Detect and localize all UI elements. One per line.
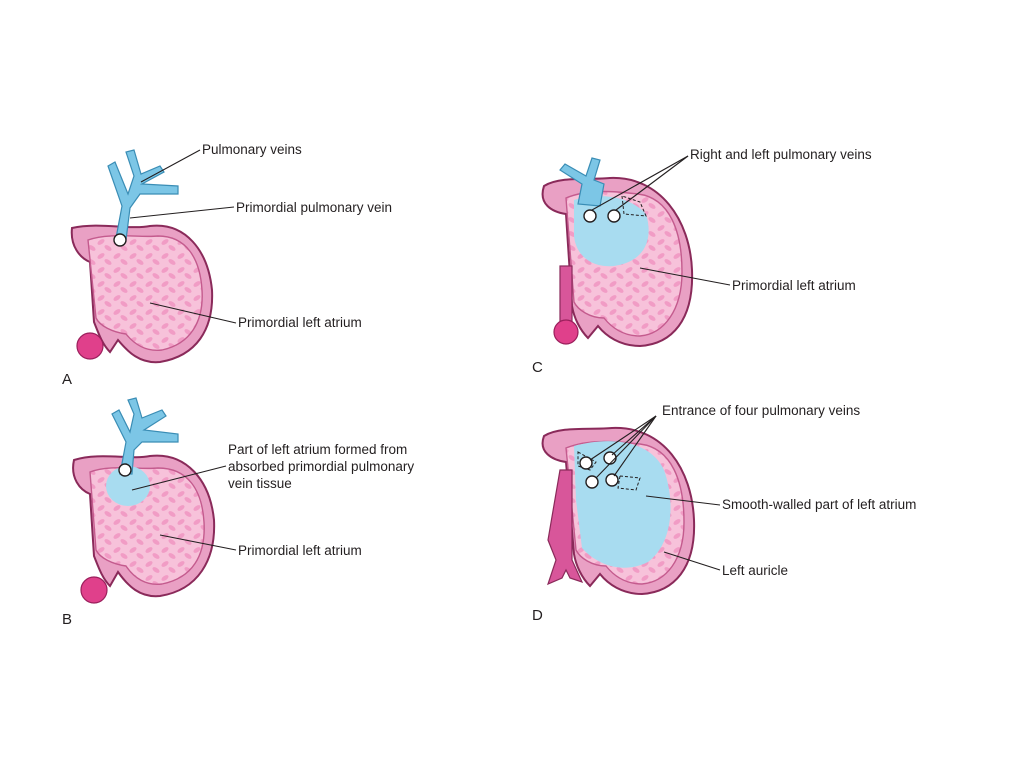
- vein-opening-b: [118, 463, 132, 477]
- panel-letter-b: B: [62, 611, 72, 628]
- label-absorbed-line3: vein tissue: [228, 476, 292, 491]
- panel-d: Entrance of four pulmonary veins Smooth-…: [532, 403, 916, 624]
- leader-absorbed-b: [131, 465, 227, 491]
- septum-d: [547, 469, 584, 586]
- smooth-part-c: [574, 196, 649, 267]
- leader-left-atrium-b: [159, 534, 237, 551]
- leader-four-veins-d-3: [595, 415, 657, 479]
- label-primordial-left-atrium-b: Primordial left atrium: [238, 543, 362, 558]
- atrium-a-cavity: [87, 234, 203, 351]
- knob-c: [553, 319, 579, 345]
- label-left-auricle: Left auricle: [722, 563, 788, 578]
- knob-b: [80, 576, 108, 604]
- pulmonary-vein-b: [111, 397, 179, 475]
- label-four-pulmonary-veins: Entrance of four pulmonary veins: [662, 403, 860, 418]
- panel-letter-c: C: [532, 359, 543, 376]
- knob-a: [76, 332, 104, 360]
- absorbed-vein-tissue-b: [106, 466, 150, 506]
- dashed-vein-c: [621, 195, 647, 217]
- leader-pulmonary-veins-a: [140, 149, 201, 183]
- pulmonary-vein-c: [559, 157, 605, 207]
- label-primordial-left-atrium-c: Primordial left atrium: [732, 278, 856, 293]
- atrium-d-drawing: [541, 426, 696, 596]
- leader-veins-c-2: [615, 155, 689, 211]
- leader-left-atrium-c: [639, 267, 731, 286]
- leader-veins-c-1: [591, 155, 689, 211]
- panel-a: Pulmonary veins Primordial pulmonary vei…: [62, 142, 392, 388]
- label-absorbed-line2: absorbed primordial pulmonary: [228, 459, 414, 474]
- panel-c: Right and left pulmonary veins Primordia…: [532, 147, 872, 376]
- vein-opening-d-4: [605, 473, 619, 487]
- panel-b: Part of left atrium formed from absorbed…: [62, 397, 414, 628]
- leader-four-veins-d-1: [589, 415, 657, 461]
- label-primordial-pulmonary-vein: Primordial pulmonary vein: [236, 200, 392, 215]
- label-absorbed-line1: Part of left atrium formed from: [228, 442, 407, 457]
- label-pulmonary-veins: Pulmonary veins: [202, 142, 302, 157]
- label-smooth-walled: Smooth-walled part of left atrium: [722, 497, 916, 512]
- vein-opening-d-2: [603, 451, 617, 465]
- vein-opening-d-3: [585, 475, 599, 489]
- pulmonary-vein-a: [107, 149, 179, 241]
- label-primordial-left-atrium-a: Primordial left atrium: [238, 315, 362, 330]
- atrium-a-drawing: [70, 149, 214, 364]
- leader-four-veins-d-4: [613, 415, 657, 477]
- label-right-left-veins: Right and left pulmonary veins: [690, 147, 872, 162]
- vein-opening-c-2: [607, 209, 621, 223]
- leader-auricle-d: [663, 551, 721, 571]
- vein-opening-c-1: [583, 209, 597, 223]
- smooth-part-d: [574, 441, 671, 568]
- septum-c: [559, 265, 573, 325]
- leader-left-atrium-a: [149, 302, 237, 324]
- leader-smooth-d: [645, 495, 721, 506]
- leader-four-veins-d-2: [611, 415, 657, 456]
- vein-opening-a: [113, 233, 127, 247]
- leader-primordial-vein-a: [129, 206, 235, 219]
- panel-letter-d: D: [532, 607, 543, 624]
- atrium-c-drawing: [541, 157, 694, 348]
- panel-letter-a: A: [62, 371, 72, 388]
- dashed-veins-d: [577, 451, 641, 491]
- atrium-b-drawing: [72, 397, 216, 604]
- vein-opening-d-1: [579, 456, 593, 470]
